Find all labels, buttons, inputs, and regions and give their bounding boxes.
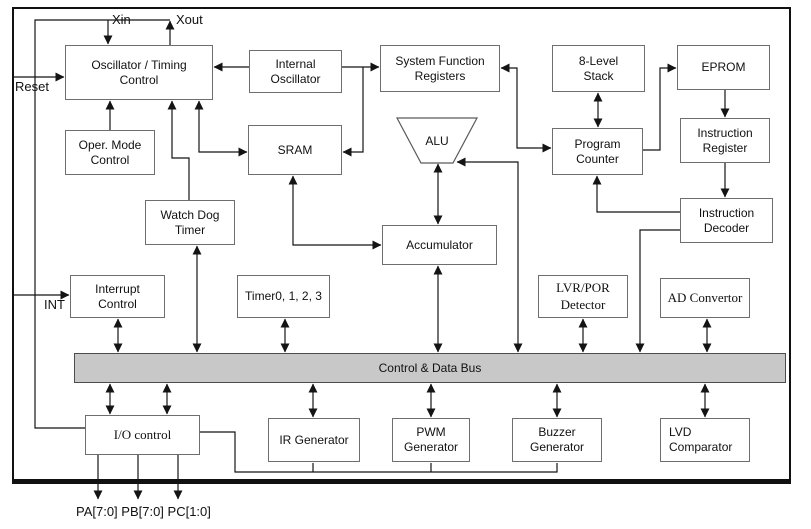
- block-lvd-comparator: LVD Comparator: [660, 418, 750, 462]
- block-instruction-register: Instruction Register: [680, 118, 770, 163]
- block-sram: SRAM: [248, 125, 342, 175]
- block-io-control: I/O control: [85, 415, 200, 455]
- block-oper-mode-control: Oper. Mode Control: [65, 130, 155, 175]
- pin-label-reset: Reset: [15, 79, 49, 94]
- block-accumulator: Accumulator: [382, 225, 497, 265]
- block-instruction-decoder: Instruction Decoder: [680, 198, 773, 243]
- block-8-level-stack: 8-Level Stack: [552, 45, 645, 92]
- decoder-to-pc: [592, 175, 680, 213]
- pin-label-xout: Xout: [176, 12, 203, 27]
- block-alu-label: ALU: [425, 133, 449, 148]
- block-ir-generator: IR Generator: [268, 418, 360, 462]
- block-lvr-por-detector: LVR/POR Detector: [538, 275, 628, 318]
- pin-label-xin: Xin: [112, 12, 131, 27]
- block-eprom: EPROM: [677, 45, 770, 90]
- block-system-function-registers: System Function Registers: [380, 45, 500, 92]
- block-program-counter: Program Counter: [552, 128, 643, 175]
- accumulator-sram-link: [288, 175, 382, 250]
- io-peripheral-loop: [200, 431, 558, 473]
- block-interrupt-control: Interrupt Control: [70, 275, 165, 318]
- sfr-pc-link: [500, 63, 552, 153]
- block-pwm-generator: PWM Generator: [392, 418, 470, 462]
- block-ad-convertor: AD Convertor: [660, 278, 750, 318]
- wdt-to-osc: [167, 100, 190, 200]
- pin-label-ports: PA[7:0] PB[7:0] PC[1:0]: [76, 504, 211, 519]
- block-internal-oscillator: Internal Oscillator: [249, 50, 342, 93]
- block-buzzer-generator: Buzzer Generator: [512, 418, 602, 462]
- pin-label-int: INT: [44, 297, 65, 312]
- osc-sram-link: [194, 100, 248, 157]
- pc-to-eprom: [643, 63, 677, 151]
- block-oscillator-timing-control: Oscillator / Timing Control: [65, 45, 213, 100]
- control-data-bus: Control & Data Bus: [74, 353, 786, 383]
- branch-to-sram-right: [342, 67, 364, 157]
- block-watch-dog-timer: Watch Dog Timer: [145, 200, 235, 245]
- block-timers: Timer0, 1, 2, 3: [237, 275, 330, 318]
